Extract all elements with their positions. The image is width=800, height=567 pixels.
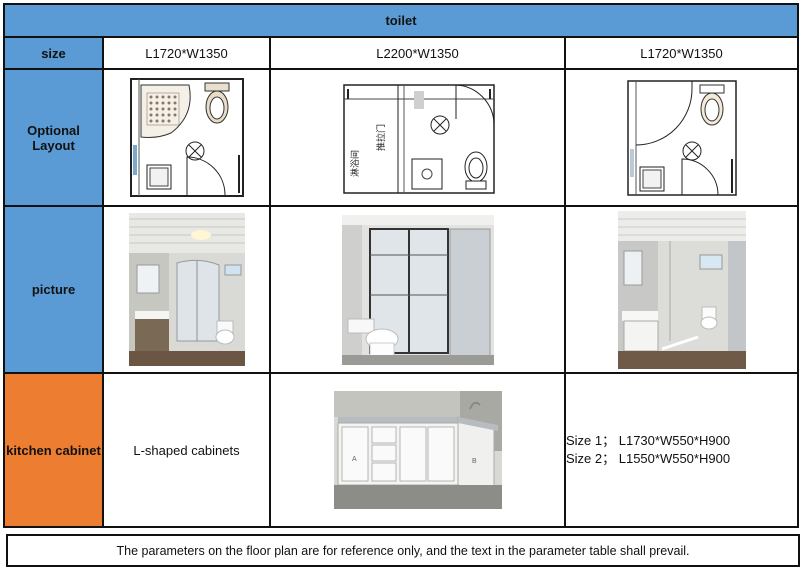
floor-plan-1-cell — [102, 68, 271, 207]
kitchen-cabinet-label: kitchen cabinet — [3, 372, 104, 528]
spec-table: toilet size L1720*W1350 L2200*W1350 L172… — [3, 3, 799, 528]
bathroom-photo-1 — [128, 213, 245, 366]
kitchen-photo-cell: A B — [269, 372, 566, 528]
photo-3-cell — [564, 205, 799, 374]
kitchen-type-cell: L-shaped cabinets — [102, 372, 271, 528]
size-value-2: L2200*W1350 — [269, 36, 566, 70]
floor-plan-3 — [626, 80, 737, 196]
floor-plan-3-cell — [564, 68, 799, 207]
size-value-3: L1720*W1350 — [564, 36, 799, 70]
kitchen-cabinet-row: kitchen cabinet L-shaped cabinets — [3, 372, 799, 528]
plan2-shower-text: 淋浴间 — [349, 149, 360, 176]
floor-plan-2-cell: 淋浴间 推拉门 — [269, 68, 566, 207]
picture-label: picture — [3, 205, 104, 374]
spec-sheet: toilet size L1720*W1350 L2200*W1350 L172… — [3, 3, 800, 567]
bathroom-photo-3 — [617, 210, 746, 369]
table-title: toilet — [3, 3, 799, 38]
picture-row: picture — [3, 205, 799, 374]
photo-label-a: A — [352, 456, 357, 463]
kitchen-size-2: Size 2； L1550*W550*H900 — [566, 451, 731, 466]
bathroom-photo-2 — [341, 214, 494, 365]
layout-row: Optional Layout — [3, 68, 799, 207]
photo-1-cell — [102, 205, 271, 374]
size-label: size — [3, 36, 104, 70]
floor-plan-1 — [129, 78, 244, 197]
kitchen-cabinet-photo: A B — [333, 391, 502, 509]
kitchen-size-cell: Size 1； L1730*W550*H900 Size 2； L1550*W5… — [564, 372, 799, 528]
layout-label-line1: Optional — [27, 122, 80, 138]
floor-plan-2: 淋浴间 推拉门 — [342, 83, 495, 194]
title-row: toilet — [3, 3, 799, 38]
footer-note: The parameters on the floor plan are for… — [6, 534, 800, 567]
layout-label: Optional Layout — [3, 68, 104, 207]
layout-label-line2: Layout — [32, 137, 75, 153]
plan2-door-text: 推拉门 — [375, 123, 386, 150]
size-value-1: L1720*W1350 — [102, 36, 271, 70]
photo-label-b: B — [472, 458, 477, 465]
size-row: size L1720*W1350 L2200*W1350 L1720*W1350 — [3, 36, 799, 70]
photo-2-cell — [269, 205, 566, 374]
kitchen-size-1: Size 1； L1730*W550*H900 — [566, 433, 731, 448]
